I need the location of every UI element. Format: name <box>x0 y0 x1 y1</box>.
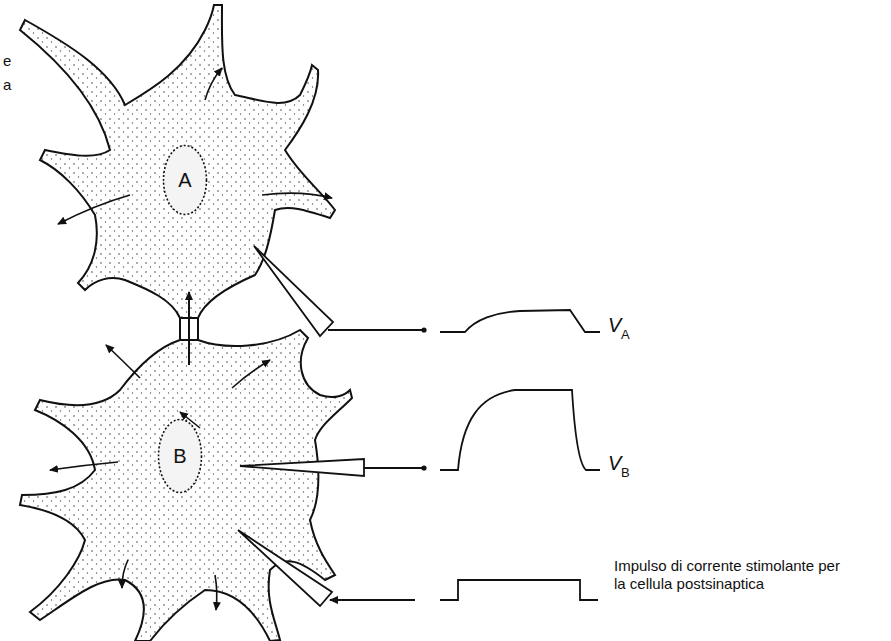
cell-nucleus: B <box>157 418 203 494</box>
voltage-symbol: V <box>608 314 621 337</box>
stimulus-note: Impulso di corrente stimolante per la ce… <box>614 557 844 593</box>
current-arrows <box>50 68 332 610</box>
presynaptic-cell <box>20 5 335 318</box>
cell-nucleus: A <box>162 144 208 216</box>
recording-wires <box>328 330 422 600</box>
gap-junction <box>180 292 198 365</box>
voltage-subscript: A <box>621 327 630 342</box>
cell-letter: B <box>173 445 186 468</box>
cell-letter: A <box>178 169 191 192</box>
cut-text: e <box>3 52 11 69</box>
terminal-dot <box>421 327 426 332</box>
microelectrodes <box>238 246 364 606</box>
voltage-traces <box>440 310 600 600</box>
voltage-subscript: B <box>621 465 630 480</box>
voltage-symbol: V <box>608 452 621 475</box>
postsynaptic-cell <box>20 330 352 641</box>
terminal-dot <box>421 465 426 470</box>
cut-text: a <box>3 76 11 93</box>
